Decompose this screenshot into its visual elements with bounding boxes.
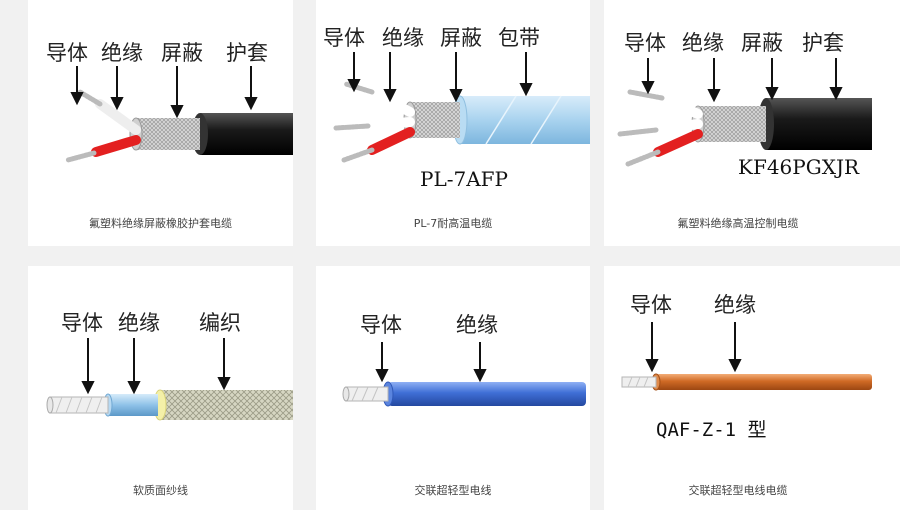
cable-card-1[interactable]: 导体 绝缘 屏蔽 护套 氟塑料绝缘屏蔽橡胶护套电缆: [28, 0, 293, 246]
cable-card-4[interactable]: 导体 绝缘 编织 软质面纱线: [28, 266, 293, 510]
red-core: [91, 135, 141, 157]
label-insulation: 绝缘: [382, 26, 424, 50]
card-caption: 氟塑料绝缘屏蔽橡胶护套电缆: [89, 217, 232, 230]
label-shield: 屏蔽: [741, 31, 783, 55]
insulation-segment: [656, 374, 872, 390]
cable-card-2[interactable]: 导体 绝缘 屏蔽 包带 PL-7AFP PL-7耐高温电缆: [316, 0, 590, 246]
card-caption: 软质面纱线: [133, 484, 188, 497]
label-tape: 包带: [498, 26, 540, 50]
label-insulation: 绝缘: [456, 313, 498, 337]
card-caption: 交联超轻型电线电缆: [688, 484, 788, 497]
label-conductor: 导体: [624, 31, 666, 55]
card-caption: PL-7耐高温电缆: [413, 217, 493, 230]
model-number: PL-7AFP: [420, 167, 508, 191]
label-jacket: 护套: [802, 31, 844, 55]
label-conductor: 导体: [323, 26, 365, 50]
label-jacket: 护套: [226, 41, 268, 65]
red-core: [367, 127, 415, 155]
cable-diagram-3: 导体 绝缘 屏蔽 护套 KF46PGXJR: [617, 31, 872, 179]
cable-card-5[interactable]: 导体 绝缘 交联超轻型电线: [316, 266, 590, 510]
cable-diagram-4: 导体 绝缘 编织: [46, 311, 293, 421]
jacket-segment: [200, 113, 293, 155]
insulation-segment: [388, 382, 586, 406]
label-insulation: 绝缘: [682, 31, 724, 55]
cable-diagram-2: 导体 绝缘 屏蔽 包带 PL-7AFP: [323, 26, 590, 191]
red-core: [653, 129, 703, 157]
cable-diagram-6: 导体 绝缘 QAF-Z-1 型: [621, 293, 872, 441]
cable-card-3[interactable]: 导体 绝缘 屏蔽 护套 KF46PGXJR 氟塑料绝缘高温控制电缆: [604, 0, 872, 246]
model-number: KF46PGXJR: [738, 155, 860, 179]
cable-diagram-5: 导体 绝缘: [342, 313, 586, 407]
label-insulation: 绝缘: [714, 293, 756, 317]
label-insulation: 绝缘: [101, 41, 143, 65]
label-shield: 屏蔽: [161, 41, 203, 65]
cable-diagram-1: 导体 绝缘 屏蔽 护套: [46, 41, 293, 163]
label-conductor: 导体: [46, 41, 88, 65]
braid-segment: [158, 390, 293, 420]
label-insulation: 绝缘: [118, 311, 160, 335]
label-conductor: 导体: [630, 293, 672, 317]
tape-segment: [460, 96, 590, 144]
label-shield: 屏蔽: [440, 26, 482, 50]
card-caption: 氟塑料绝缘高温控制电缆: [677, 217, 799, 230]
label-conductor: 导体: [61, 311, 103, 335]
insulation-segment: [108, 394, 158, 416]
cable-card-6[interactable]: 导体 绝缘 QAF-Z-1 型 交联超轻型电线电缆: [604, 266, 872, 510]
label-braid: 编织: [199, 311, 241, 335]
model-number: QAF-Z-1 型: [656, 419, 767, 441]
shield-segment: [698, 106, 766, 142]
label-conductor: 导体: [360, 313, 402, 337]
card-caption: 交联超轻型电线: [414, 484, 492, 497]
shield-segment: [136, 118, 200, 150]
shield-segment: [410, 102, 460, 138]
jacket-segment: [766, 98, 872, 150]
